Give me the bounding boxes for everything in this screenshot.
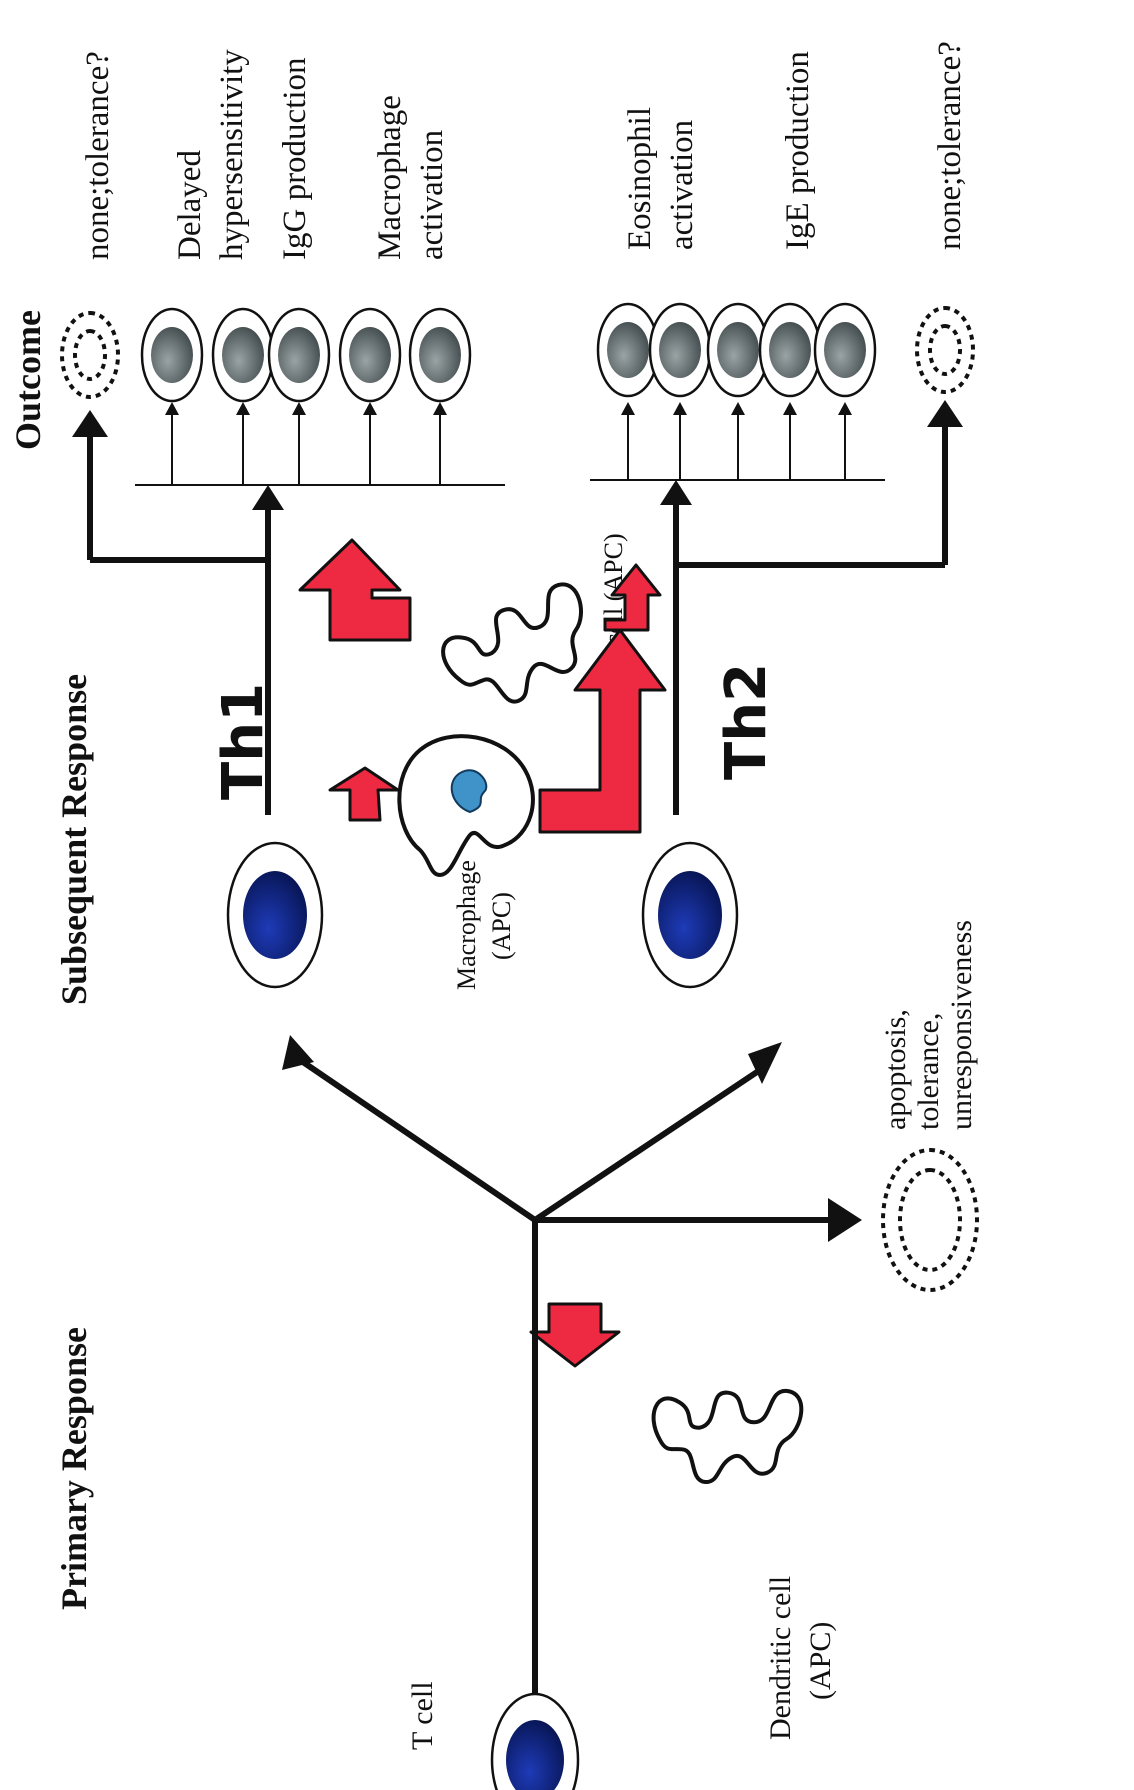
th1-outcome-none-tolerance: none;tolerance? — [80, 51, 116, 260]
macrophage-apc — [399, 736, 533, 875]
th1-main-arrowhead — [252, 485, 284, 510]
red-arrow-dc-th1 — [300, 540, 410, 640]
th2-tolerance-arrowhead — [927, 400, 963, 427]
red-arrow-macrophage-th1 — [330, 768, 398, 820]
th1-outcome-igg: IgG production — [277, 57, 313, 260]
th1-outcome-delayed: Delayed — [172, 150, 208, 260]
th2-outcome-ige: IgE production — [780, 51, 816, 250]
th2-effector-stems — [621, 402, 852, 480]
th1-effector-stems — [165, 402, 447, 485]
primary-response-heading: Primary Response — [54, 1327, 94, 1610]
naive-t-cell — [492, 1694, 578, 1790]
macrophage-label-2: (APC) — [487, 892, 516, 960]
th1-effector-cells — [142, 309, 470, 401]
primary-dendritic-cell — [638, 1353, 807, 1504]
th2-outcome-eosinophil: Eosinophil — [622, 107, 658, 250]
primary-dc-label-1: Dendritic cell — [764, 1576, 797, 1740]
outcome-heading: Outcome — [8, 310, 48, 450]
t-cell-label: T cell — [406, 1681, 439, 1750]
fate-label-1: apoptosis, — [879, 1009, 912, 1130]
th1-outcome-hypersensitivity: hypersensitivity — [214, 49, 250, 260]
primary-red-arrow — [531, 1304, 619, 1366]
subsequent-dendritic-cell — [438, 583, 588, 708]
th2-label: Th2 — [714, 663, 779, 780]
primary-dc-label-2: (APC) — [804, 1622, 837, 1700]
rotated-diagram: Primary Response Subsequent Response Out… — [8, 41, 978, 1790]
primary-fate-arrowhead — [828, 1198, 862, 1242]
th1-tolerance-dotted-cell — [62, 313, 118, 397]
th1-tolerance-arrowhead — [72, 410, 108, 437]
th1-cell — [228, 843, 322, 987]
th2-cell — [643, 843, 737, 987]
th2-outcome-activation: activation — [664, 120, 700, 250]
th1-outcome-activation: activation — [414, 130, 450, 260]
th1-outcome-macrophage: Macrophage — [372, 95, 408, 260]
th2-main-arrowhead — [660, 480, 692, 505]
th2-tolerance-dotted-cell — [917, 308, 973, 392]
fate-label-3: unresponsiveness — [945, 920, 978, 1130]
macrophage-label-1: Macrophage — [452, 860, 481, 990]
branch-to-th2 — [535, 1070, 760, 1220]
th2-outcome-none-tolerance: none;tolerance? — [932, 41, 968, 250]
subsequent-response-heading: Subsequent Response — [54, 674, 94, 1005]
fate-label-2: tolerance, — [912, 1013, 945, 1130]
branch-to-th1 — [300, 1060, 535, 1220]
primary-fate-dotted-cell — [883, 1150, 977, 1290]
th2-effector-cells — [598, 304, 875, 396]
